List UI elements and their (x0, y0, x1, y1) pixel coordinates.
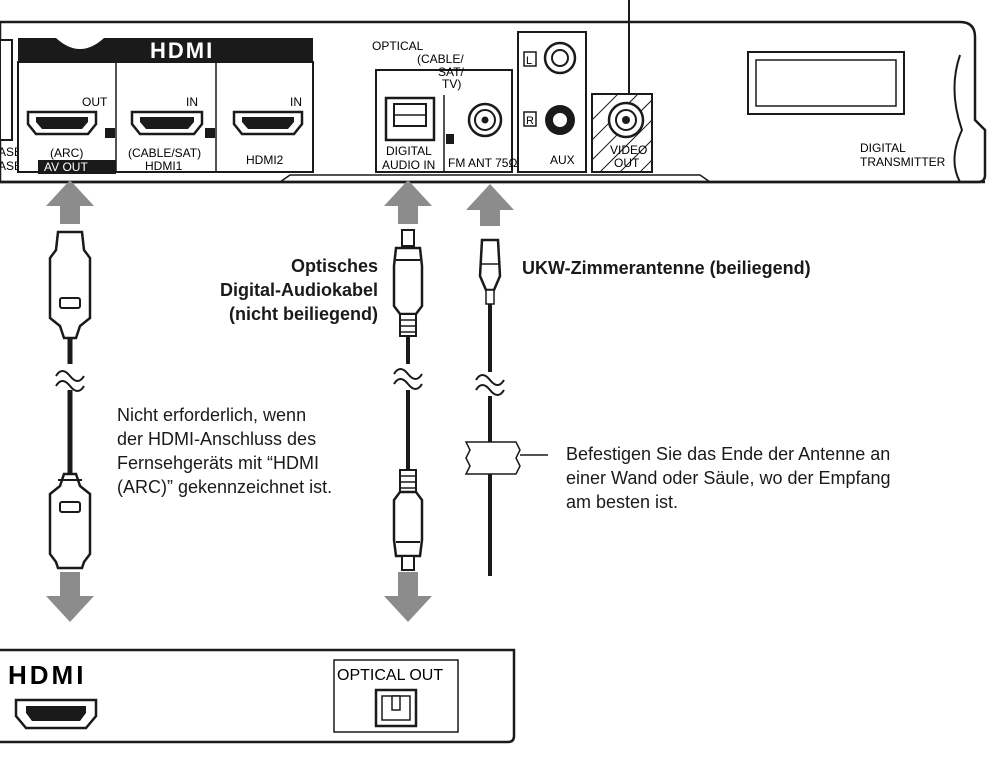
hdmi-cable (48, 230, 92, 570)
optical-label-4: TV) (442, 77, 461, 91)
optical-cable-label-line-2: Digital-Audiokabel (219, 280, 378, 300)
fm-ant-label: FM ANT 75Ω (448, 156, 517, 170)
video-out-section: VIDEO OUT (591, 93, 653, 173)
optical-down-arrow (384, 572, 432, 622)
transmitter-label-2: TRANSMITTER (860, 155, 946, 169)
optical-cable-label-line-1: Optisches (290, 256, 378, 276)
hdmi-note: Nicht erforderlich, wenn der HDMI-Anschl… (117, 403, 387, 499)
hdmi-note-line-3: Fernsehgeräts mit “HDMI (117, 453, 320, 473)
hdmi-up-arrow (46, 180, 94, 224)
digital-transmitter: DIGITAL TRANSMITTER (747, 51, 946, 169)
transmitter-label-1: DIGITAL (860, 141, 906, 155)
aux-r-label: R (526, 115, 534, 127)
optical-label-3: SAT/ (438, 65, 464, 79)
aux-label: AUX (550, 153, 575, 167)
optical-label-2: (CABLE/ (417, 52, 464, 66)
antenna-note-line-1: Befestigen Sie das Ende der Antenne an (566, 444, 891, 464)
optical-cable-label-line-3: (nicht beiliegend) (228, 304, 378, 324)
hdmi1-port: IN (CABLE/SAT) HDMI1 (128, 95, 215, 173)
antenna-note-line-3: am besten ist. (566, 492, 679, 512)
hdmi-out-bottom-2: AV OUT (44, 160, 88, 174)
hdmi-down-arrow (46, 572, 94, 622)
hdmi1-bottom-2: HDMI1 (145, 159, 183, 173)
tv-optical-out-label: OPTICAL OUT (337, 667, 443, 684)
video-out-label-2: OUT (614, 156, 640, 170)
optical-label-1: OPTICAL (372, 39, 424, 53)
tv-hdmi-logo: HDMI (8, 660, 86, 690)
video-out-label-1: VIDEO (610, 143, 647, 157)
antenna-note: Befestigen Sie das Ende der Antenne an e… (566, 442, 986, 514)
hdmi-out-bottom-1: (ARC) (50, 146, 83, 160)
device-hdmi-logo: HDMI (150, 38, 214, 63)
hdmi2-bottom-label: HDMI2 (246, 153, 284, 167)
down-arrows (46, 572, 432, 622)
hdmi2-top-label: IN (290, 95, 302, 109)
digital-audio-label-2: AUDIO IN (382, 158, 435, 172)
fm-antenna (464, 238, 548, 576)
hdmi1-bottom-1: (CABLE/SAT) (128, 146, 201, 160)
optical-cable (392, 229, 424, 571)
aux-section: L R AUX (517, 31, 587, 173)
hdmi-note-line-4: (ARC)” gekennzeichnet ist. (117, 477, 333, 497)
up-arrows (46, 180, 514, 226)
hdmi-note-line-1: Nicht erforderlich, wenn (117, 405, 307, 425)
digital-audio-label-1: DIGITAL (386, 144, 432, 158)
optical-fm-section: OPTICAL (CABLE/ SAT/ TV) DIGITAL AUDIO I… (372, 39, 517, 173)
hdmi-out-port: OUT (ARC) AV OUT (26, 95, 115, 174)
hdmi1-top-label: IN (186, 95, 198, 109)
aux-l-label: L (526, 55, 532, 67)
optical-cable-label: Optisches Digital-Audiokabel (nicht beil… (160, 254, 378, 326)
fm-up-arrow (466, 184, 514, 226)
hdmi-out-top-label: OUT (82, 95, 108, 109)
antenna-note-line-2: einer Wand oder Säule, wo der Empfang (566, 468, 891, 488)
hdmi2-port: IN HDMI2 (232, 95, 304, 167)
optical-up-arrow (384, 180, 432, 224)
fm-antenna-label: UKW-Zimmerantenne (beiliegend) (522, 258, 811, 278)
tv-back-panel: HDMI OPTICAL OUT (0, 648, 516, 744)
hdmi-note-line-2: der HDMI-Anschluss des (117, 429, 317, 449)
